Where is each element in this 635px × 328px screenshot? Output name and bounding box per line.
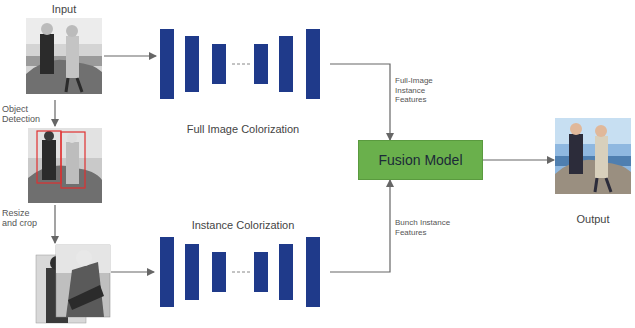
connector-arrow bbox=[330, 180, 390, 272]
photo bbox=[555, 118, 631, 194]
layer-bar bbox=[160, 29, 174, 99]
flow-arrows bbox=[55, 100, 154, 272]
connector-arrow bbox=[483, 159, 554, 160]
node-label: Fusion Model bbox=[378, 152, 462, 169]
connector-arrow bbox=[104, 55, 156, 56]
edge-label: Bunch Instance Features bbox=[394, 218, 454, 237]
layer-bar bbox=[254, 252, 268, 292]
step-label: Object Detection bbox=[2, 104, 52, 124]
network-block: Full Image Colorization bbox=[156, 28, 330, 136]
node-label: Output bbox=[554, 212, 632, 226]
node-label: Full Image Colorization bbox=[156, 122, 330, 136]
layer-bar bbox=[254, 44, 268, 84]
layer-bar bbox=[279, 36, 293, 92]
detection-photo bbox=[28, 128, 102, 203]
output-image: Output bbox=[554, 118, 632, 226]
layer-bar bbox=[160, 237, 174, 307]
network-bars bbox=[156, 28, 330, 100]
network-bars bbox=[156, 236, 330, 308]
layer-bar bbox=[212, 44, 226, 84]
dash-line bbox=[232, 272, 250, 273]
node-label: Instance Colorization bbox=[156, 218, 330, 236]
layer-bar bbox=[306, 29, 320, 99]
layer-bar bbox=[185, 36, 199, 92]
edge-label: Full-Image Instance Features bbox=[394, 76, 454, 105]
layer-bar bbox=[185, 244, 199, 300]
layer-bar bbox=[306, 237, 320, 307]
photo bbox=[26, 18, 102, 94]
network-block: Instance Colorization bbox=[156, 218, 330, 308]
step-label: Resize and crop bbox=[2, 208, 46, 228]
process-box: Fusion Model bbox=[358, 140, 483, 180]
layer-bar bbox=[212, 252, 226, 292]
input-image: Input bbox=[24, 2, 104, 94]
dash-line bbox=[232, 64, 250, 65]
crop-photos bbox=[36, 245, 110, 323]
connector-arrow bbox=[330, 64, 390, 140]
layer-bar bbox=[279, 244, 293, 300]
node-label: Input bbox=[24, 2, 104, 18]
